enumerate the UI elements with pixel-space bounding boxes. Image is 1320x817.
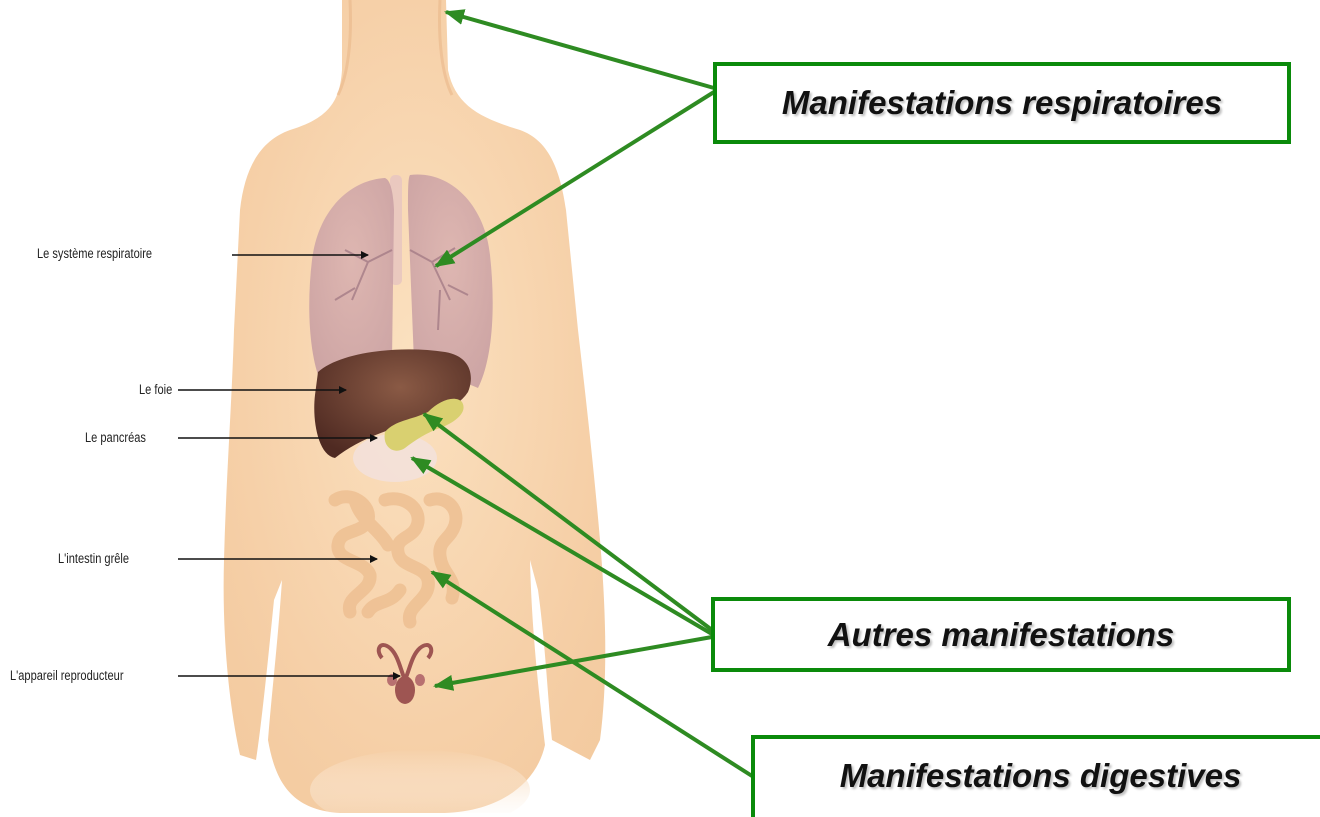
respiratory-manifestations-text: Manifestations respiratoires <box>782 84 1222 122</box>
small-intestine-label: L'intestin grêle <box>58 551 129 566</box>
respiratory-arrow-to-throat <box>446 12 714 88</box>
other-manifestations-box: Autres manifestations <box>711 597 1291 672</box>
digestive-manifestations-text: Manifestations digestives <box>840 757 1242 795</box>
respiratory-system-label: Le système respiratoire <box>37 246 152 261</box>
liver-label: Le foie <box>139 382 172 397</box>
respiratory-manifestations-box: Manifestations respiratoires <box>713 62 1291 144</box>
other-manifestations-text: Autres manifestations <box>828 616 1175 654</box>
digestive-manifestations-box: Manifestations digestives <box>751 735 1320 817</box>
pancreas-label: Le pancréas <box>85 430 146 445</box>
reproductive-system-label: L'appareil reproducteur <box>10 668 124 683</box>
